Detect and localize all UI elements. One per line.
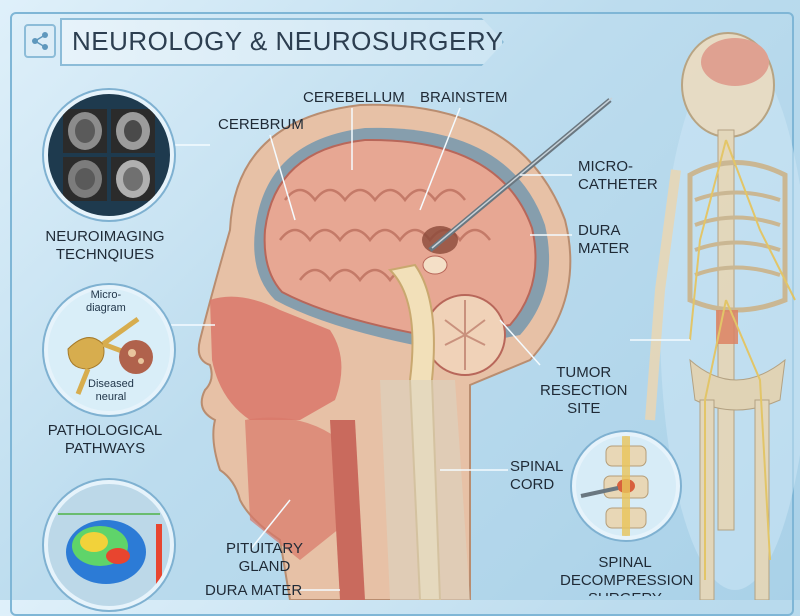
neuroimaging-label: NEUROIMAGING TECHNQIUES: [30, 228, 180, 264]
label-dura-mater-right: DURA MATER: [578, 222, 629, 258]
spine-vertebra-icon: [580, 436, 649, 536]
label-micro-catheter: MICRO- CATHETER: [578, 158, 658, 194]
tumor-line1: TUMOR: [556, 364, 612, 381]
spinal-decomp-line1: SPINAL: [598, 554, 652, 571]
label-spinal-cord: SPINAL CORD: [510, 458, 563, 494]
anatomy-illustration: [170, 32, 800, 600]
tumor-line3: SITE: [567, 400, 601, 417]
mri-scans-icon: [63, 109, 155, 201]
pathological-label: PATHOLOGICAL PATHWAYS: [30, 422, 180, 458]
head-cross-section: [197, 103, 572, 600]
pathological-label-line2: PATHWAYS: [64, 440, 146, 457]
label-spinal-decompression-surgery: SPINAL DECOMPRESSION SURGERY: [560, 554, 694, 596]
neuroimaging-label-line1: NEUROIMAGING: [45, 228, 165, 245]
diseased-neural-line1: Diseased: [88, 378, 134, 390]
brain-activity-panel: [44, 480, 174, 610]
label-tumor-resection-site: TUMOR RESECTION SITE: [540, 364, 628, 418]
spinal-decomp-line2: DECOMPRESSION: [560, 572, 694, 589]
label-dura-mater-bottom: DURA MATER: [205, 582, 303, 599]
micro-diagram-line1: Micro-: [90, 289, 122, 301]
micro-catheter-line1: MICRO-: [578, 158, 633, 175]
neuroimaging-label-line2: TECHNQIUES: [55, 246, 155, 263]
micro-diagram-label: Micro- diagram: [86, 289, 126, 315]
pathological-label-line1: PATHOLOGICAL: [47, 422, 163, 439]
micro-catheter-line2: CATHETER: [578, 176, 658, 193]
pituitary-line2: GLAND: [238, 558, 291, 575]
spinal-decompression-panel: [572, 432, 680, 540]
label-cerebrum: CEREBRUM: [218, 116, 304, 133]
page-title: NEUROLOGY & NEUROSURGERY: [72, 26, 504, 56]
label-brainstem: BRAINSTEM: [420, 89, 508, 106]
spinal-cord-line1: SPINAL: [510, 458, 564, 475]
spinal-decomp-line3: SURGERY: [560, 590, 690, 596]
pathological-panel: [44, 285, 174, 415]
spinal-cord-line2: CORD: [510, 476, 555, 493]
diseased-neural-line2: neural: [95, 391, 127, 403]
neuron-cells-icon: [67, 316, 153, 395]
brain-heatmap-icon: [58, 513, 162, 584]
skeleton-figure: [645, 32, 800, 600]
leader-lines: [170, 107, 690, 591]
tumor-line2: RESECTION: [540, 382, 628, 399]
label-cerebellum: CEREBELLUM: [303, 89, 405, 106]
menu-icon[interactable]: [24, 24, 56, 58]
title-bar: [60, 18, 504, 66]
micro-diagram-line2: diagram: [86, 302, 126, 314]
label-pituitary-gland: PITUITARY GLAND: [226, 540, 303, 576]
neuroimaging-panel: [44, 90, 174, 220]
dura-mater-right-line1: DURA: [578, 222, 621, 239]
dura-mater-right-line2: MATER: [578, 240, 630, 257]
diseased-neural-label: Diseased neural: [88, 378, 134, 404]
pituitary-line1: PITUITARY: [226, 540, 303, 557]
